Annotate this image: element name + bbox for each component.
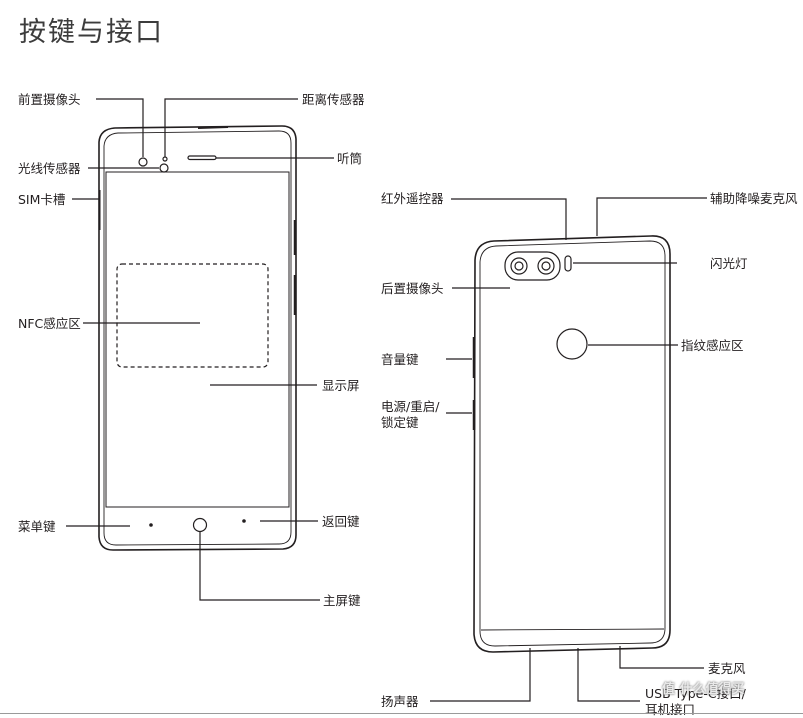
label-power-key-1: 电源/重启/ — [381, 399, 440, 414]
label-back-key: 返回键 — [322, 514, 360, 529]
label-nfc-area: NFC感应区 — [18, 316, 81, 331]
page-title: 按键与接口 — [19, 17, 164, 48]
bottom-rule — [0, 713, 803, 714]
back-key-dot — [242, 519, 246, 523]
label-front-camera: 前置摄像头 — [18, 92, 81, 107]
menu-key-dot — [149, 523, 153, 527]
label-ir-remote: 红外遥控器 — [381, 191, 444, 206]
label-display: 显示屏 — [322, 378, 360, 393]
rear-camera-lens-2 — [537, 257, 555, 275]
label-volume-key: 音量键 — [381, 352, 419, 367]
label-earpiece: 听筒 — [337, 151, 363, 166]
camera-module — [504, 251, 561, 281]
label-microphone: 麦克风 — [708, 661, 746, 676]
earpiece-slot — [187, 155, 217, 161]
flash-led — [564, 255, 572, 272]
nfc-area-dash — [116, 263, 269, 368]
label-usb-1: USB Type-C接口/ — [645, 686, 746, 701]
label-menu-key: 菜单键 — [18, 519, 56, 534]
label-fingerprint: 指纹感应区 — [681, 338, 744, 353]
label-sim-slot: SIM卡槽 — [18, 192, 66, 207]
fingerprint-sensor — [556, 328, 588, 360]
label-light-sensor: 光线传感器 — [18, 161, 81, 176]
label-usb-2: 耳机接口 — [645, 702, 696, 717]
label-noise-mic: 辅助降噪麦克风 — [710, 191, 798, 206]
label-power-key-2: 锁定键 — [381, 415, 419, 430]
front-phone-outline — [98, 125, 297, 551]
light-sensor-dot — [159, 163, 169, 173]
proximity-sensor-dot — [162, 156, 168, 162]
rear-camera-lens-1 — [510, 257, 528, 275]
label-proximity-sensor: 距离传感器 — [302, 92, 365, 107]
rear-camera-lens-2-inner — [541, 261, 551, 271]
label-home-key: 主屏键 — [323, 593, 361, 608]
label-flash: 闪光灯 — [710, 256, 748, 271]
label-speaker: 扬声器 — [381, 694, 419, 709]
front-camera-lens — [138, 157, 148, 167]
watermark-logo: 值 什么值得买 — [662, 682, 745, 697]
rear-camera-lens-1-inner — [514, 261, 524, 271]
back-phone-outline — [472, 235, 671, 653]
home-key-ring — [192, 517, 208, 533]
label-rear-camera: 后置摄像头 — [381, 281, 444, 296]
